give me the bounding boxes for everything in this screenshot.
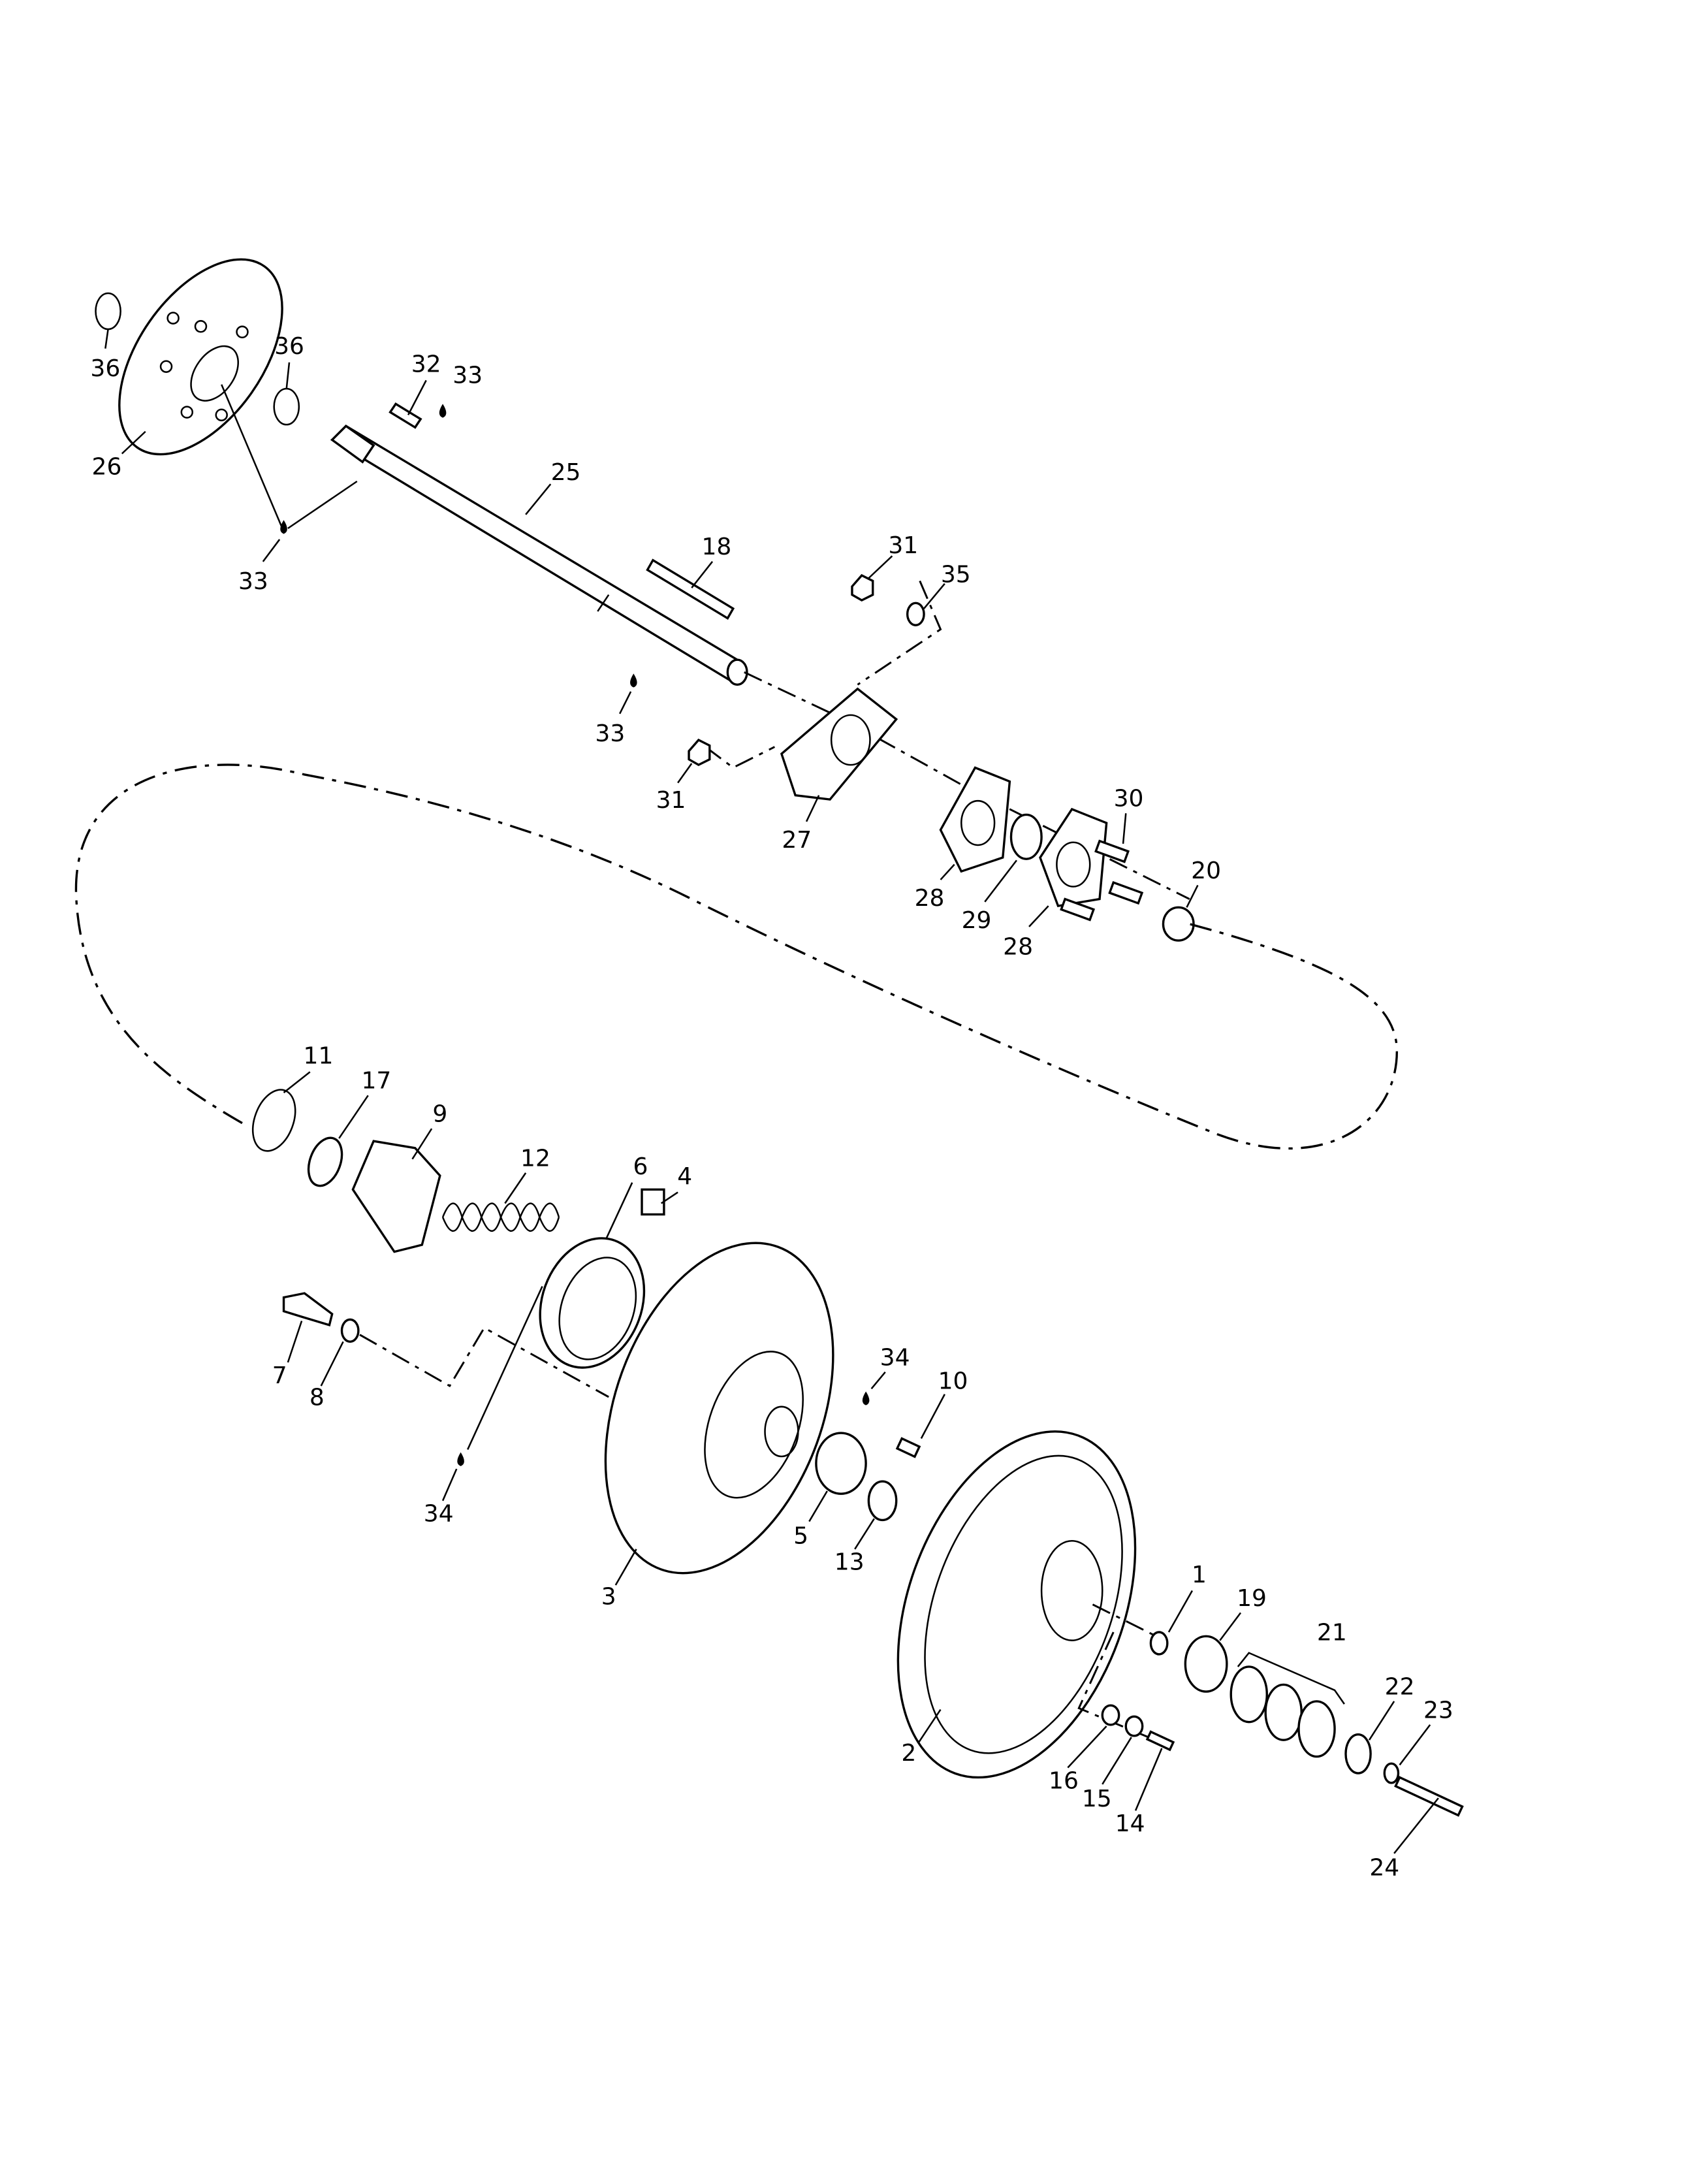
callout: 7 bbox=[272, 1362, 287, 1389]
grease-drop-icon bbox=[280, 520, 287, 534]
bolt bbox=[1094, 839, 1130, 863]
callout: 32 bbox=[411, 351, 441, 378]
washer bbox=[867, 1480, 898, 1522]
callout: 12 bbox=[520, 1145, 550, 1172]
bolt bbox=[1060, 897, 1096, 922]
drive-belt bbox=[74, 763, 1399, 1150]
retaining-ring bbox=[95, 292, 121, 330]
callout: 2 bbox=[901, 1740, 916, 1767]
retaining-ring bbox=[273, 387, 300, 426]
screw bbox=[1145, 1730, 1175, 1752]
driven-shaft bbox=[330, 425, 748, 686]
callout: 36 bbox=[90, 355, 120, 382]
callout: 3 bbox=[601, 1584, 616, 1611]
spacer bbox=[1184, 1635, 1228, 1693]
brake-disc bbox=[118, 258, 283, 456]
flange bbox=[939, 766, 1011, 873]
callout: 24 bbox=[1369, 1855, 1399, 1882]
callout: 8 bbox=[309, 1385, 325, 1411]
callout: 29 bbox=[962, 907, 992, 934]
callout: 31 bbox=[656, 787, 686, 814]
callout: 14 bbox=[1115, 1810, 1145, 1837]
callout: 36 bbox=[274, 333, 304, 360]
callout: 27 bbox=[782, 827, 812, 854]
bolt bbox=[1394, 1776, 1464, 1817]
sliding-sheave bbox=[897, 1430, 1137, 1779]
callout: 22 bbox=[1385, 1673, 1415, 1700]
callout: 23 bbox=[1423, 1697, 1453, 1724]
callout: 26 bbox=[92, 453, 122, 480]
washer bbox=[1383, 1762, 1400, 1784]
shim bbox=[1297, 1700, 1336, 1758]
cam bbox=[351, 1140, 441, 1253]
callout: 25 bbox=[551, 459, 581, 486]
spring bbox=[441, 1202, 560, 1232]
callout: 18 bbox=[701, 534, 731, 560]
washer bbox=[307, 1136, 343, 1187]
callout: 11 bbox=[304, 1043, 334, 1070]
washer bbox=[340, 1318, 360, 1343]
washer bbox=[1344, 1733, 1372, 1774]
shim bbox=[1264, 1683, 1303, 1741]
callout: 21 bbox=[1317, 1620, 1347, 1646]
nut bbox=[1124, 1715, 1144, 1737]
callout: 19 bbox=[1237, 1585, 1267, 1612]
key bbox=[646, 558, 735, 620]
callout: 33 bbox=[238, 568, 268, 595]
bolt bbox=[282, 1292, 334, 1326]
callout: 20 bbox=[1191, 858, 1221, 884]
key bbox=[895, 1437, 921, 1458]
washer bbox=[1101, 1704, 1120, 1726]
callout: 34 bbox=[424, 1501, 454, 1528]
shim bbox=[1230, 1665, 1268, 1724]
bearing-plate bbox=[780, 687, 898, 801]
callout: 15 bbox=[1082, 1786, 1112, 1812]
callout: 28 bbox=[1003, 933, 1033, 960]
bolt bbox=[1108, 880, 1144, 905]
callout: 13 bbox=[834, 1549, 865, 1576]
nut bbox=[851, 573, 874, 602]
callout: 17 bbox=[362, 1068, 392, 1095]
callout: 4 bbox=[677, 1163, 692, 1190]
circlip bbox=[251, 1089, 296, 1152]
callout: 1 bbox=[1192, 1562, 1207, 1588]
grease-drop-icon bbox=[630, 673, 637, 688]
callout: 35 bbox=[941, 562, 971, 588]
bushing bbox=[1162, 906, 1195, 942]
fixed-sheave bbox=[604, 1242, 834, 1575]
callout: 34 bbox=[880, 1344, 910, 1371]
bushing bbox=[815, 1432, 867, 1495]
callout: 33 bbox=[452, 362, 483, 389]
washer bbox=[906, 602, 925, 626]
callout: 9 bbox=[432, 1101, 447, 1128]
grease-drop-icon bbox=[439, 404, 447, 418]
flange bbox=[1039, 807, 1108, 908]
callout: 33 bbox=[595, 720, 625, 747]
bearing bbox=[1009, 813, 1043, 860]
callout: 16 bbox=[1049, 1767, 1079, 1794]
callout: 31 bbox=[888, 532, 918, 559]
slider-shoe bbox=[641, 1188, 665, 1216]
grease-drop-icon bbox=[862, 1391, 870, 1405]
washer bbox=[1149, 1631, 1169, 1656]
grease-drop-icon bbox=[457, 1452, 464, 1466]
callout: 6 bbox=[633, 1153, 648, 1180]
callout: 30 bbox=[1114, 786, 1144, 812]
callout: 10 bbox=[938, 1368, 968, 1394]
callout: 5 bbox=[793, 1522, 808, 1549]
cover-ring bbox=[539, 1237, 646, 1369]
nut bbox=[688, 738, 711, 767]
key bbox=[389, 402, 422, 429]
callouts: 36 36 26 32 33 25 33 18 31 35 33 31 27 3… bbox=[90, 333, 1453, 1882]
leader-lines bbox=[104, 329, 1439, 1854]
callout: 28 bbox=[915, 885, 945, 912]
